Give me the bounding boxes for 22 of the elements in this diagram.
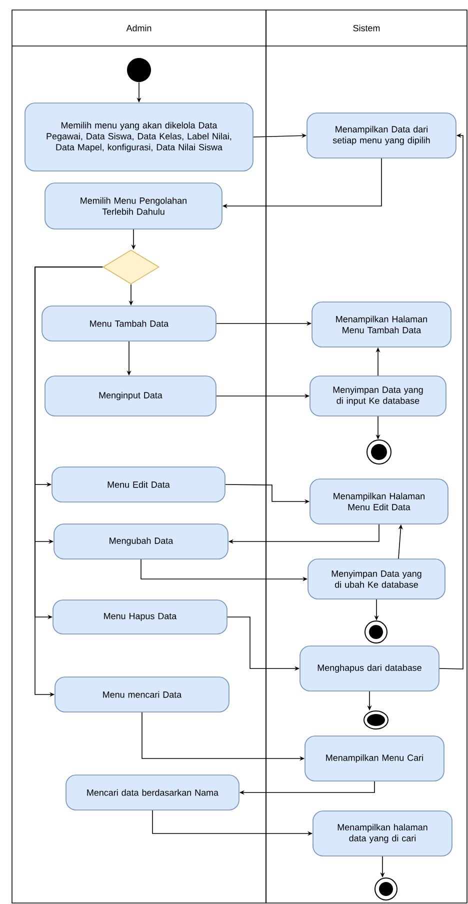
action-box: Menu Hapus Data [52,600,228,634]
action-box: Menyimpan Data yang di input Ke database [310,376,446,416]
end-node [366,440,392,464]
action-box: Memilih Menu Pengolahan Terlebih Dahulu [44,182,222,230]
action-box: Mencari data berdasarkan Nama [66,774,240,810]
action-box: Mengubah Data [54,524,228,560]
action-box: Menampilkan Halaman Menu Edit Data [310,478,448,524]
end-node [364,620,388,644]
action-box: Menghapus dari database [300,646,440,692]
action-box: Menginput Data [44,376,216,416]
action-box: Menampilkan Halaman Menu Tambah Data [312,302,452,348]
action-box: Memilih menu yang akan dikelola Data Pegawai, Data Siswa, Data Kelas, Label Nilai, Data Mapel, konfigurasi, Data Nilai Siswa [24,102,254,172]
action-box: Menu Tambah Data [42,306,216,342]
end-node [374,878,398,900]
action-box: Menampilkan Menu Cari [304,736,444,782]
action-box: Menyimpan Data yang di ubah Ke database [308,558,446,600]
action-box: Menu Edit Data [52,466,226,502]
action-box: Menampilkan Data dari setiap menu yang dipilih [306,112,456,158]
start-node [127,58,151,82]
action-box: Menu mencari Data [54,676,230,712]
action-box: Menampilkan halaman data yang di cari [312,810,452,856]
end-node [364,710,388,730]
